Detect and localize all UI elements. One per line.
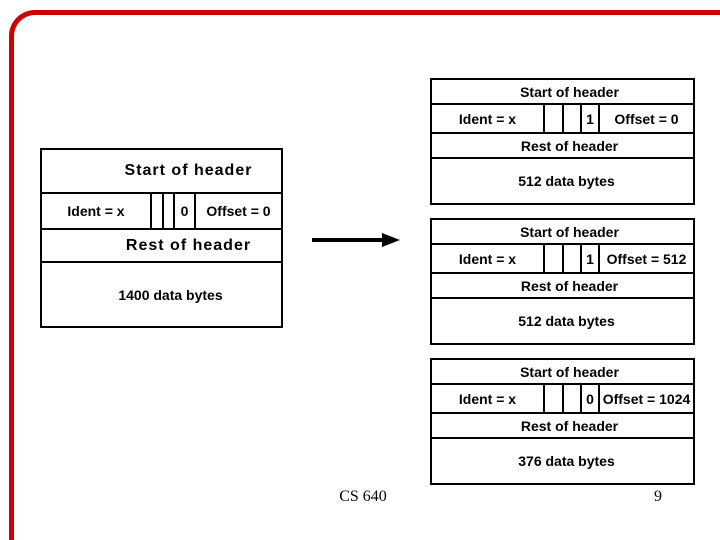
start-of-header-label: Start of header [520, 363, 619, 380]
data-bytes-label: 1400 data bytes [118, 286, 223, 303]
flag-bit-cell-empty-2 [162, 194, 173, 228]
ident-cell: Ident = x [42, 194, 150, 228]
m-flag-value: 0 [586, 390, 594, 407]
flag-bit-cell-empty-2 [562, 245, 580, 272]
m-flag-cell: 0 [173, 194, 194, 228]
data-bytes-label: 512 data bytes [518, 313, 615, 329]
rest-of-header-label: Rest of header [125, 236, 252, 254]
ident-cell: Ident = x [432, 245, 543, 272]
fragment-1-packet: Start of header Ident = x 1 Offset = 0 R… [430, 78, 695, 205]
flag-bit-cell-empty-2 [562, 105, 580, 132]
flag-bit-cell-empty-1 [543, 245, 562, 272]
flag-bit-cell-empty-1 [543, 385, 562, 412]
m-flag-cell: 1 [580, 105, 598, 132]
offset-cell: Offset = 0 [598, 105, 693, 132]
fragment-2-packet: Start of header Ident = x 1 Offset = 512… [430, 218, 695, 345]
packet-header-row: Start of header [432, 220, 693, 243]
packet-header-row: Start of header [432, 360, 693, 383]
offset-label: Offset = 512 [606, 250, 687, 267]
ident-label: Ident = x [458, 250, 517, 267]
packet-ident-row: Ident = x 0 Offset = 0 [42, 192, 281, 228]
packet-data-row: 1400 data bytes [42, 261, 281, 326]
start-of-header-label: Start of header [520, 83, 619, 100]
ident-label: Ident = x [67, 203, 125, 219]
packet-ident-row: Ident = x 1 Offset = 0 [432, 103, 693, 132]
flag-bit-cell-empty-1 [543, 105, 562, 132]
packet-header-row: Start of header [42, 150, 281, 192]
offset-cell: Offset = 1024 [598, 385, 693, 412]
start-of-header-label: Start of header [124, 162, 253, 179]
fragment-3-packet: Start of header Ident = x 0 Offset = 102… [430, 358, 695, 485]
start-of-header-label: Start of header [520, 223, 619, 240]
packet-ident-row: Ident = x 0 Offset = 1024 [432, 383, 693, 412]
packet-header-row: Start of header [432, 80, 693, 103]
m-flag-value: 0 [180, 203, 189, 219]
flag-bit-cell-empty-2 [562, 385, 580, 412]
data-bytes-label: 376 data bytes [518, 453, 615, 469]
packet-ident-row: Ident = x 1 Offset = 512 [432, 243, 693, 272]
ident-cell: Ident = x [432, 385, 543, 412]
rest-of-header-label: Rest of header [520, 277, 619, 294]
m-flag-value: 1 [586, 110, 594, 127]
rest-of-header-label: Rest of header [520, 417, 619, 434]
ident-cell: Ident = x [432, 105, 543, 132]
footer-course-label: CS 640 [339, 488, 387, 505]
offset-cell: Offset = 0 [194, 194, 281, 228]
ident-label: Ident = x [458, 110, 517, 127]
rest-of-header-label: Rest of header [520, 137, 619, 154]
packet-data-row: 512 data bytes [432, 157, 693, 203]
packet-data-row: 512 data bytes [432, 297, 693, 343]
offset-cell: Offset = 512 [598, 245, 693, 272]
m-flag-value: 1 [586, 250, 594, 267]
original-packet: Start of header Ident = x 0 Offset = 0 R… [40, 148, 283, 328]
m-flag-cell: 0 [580, 385, 598, 412]
data-bytes-label: 512 data bytes [518, 173, 615, 189]
m-flag-cell: 1 [580, 245, 598, 272]
packet-rest-row: Rest of header [432, 272, 693, 297]
slide-page-number: 9 [654, 488, 662, 505]
flag-bit-cell-empty-1 [150, 194, 162, 228]
right-arrow-icon [312, 233, 400, 247]
packet-data-row: 376 data bytes [432, 437, 693, 483]
ident-label: Ident = x [458, 390, 517, 407]
offset-label: Offset = 0 [614, 110, 679, 127]
offset-label: Offset = 1024 [602, 390, 691, 407]
packet-rest-row: Rest of header [432, 132, 693, 157]
packet-rest-row: Rest of header [432, 412, 693, 437]
offset-label: Offset = 0 [206, 203, 271, 219]
packet-rest-row: Rest of header [42, 228, 281, 261]
